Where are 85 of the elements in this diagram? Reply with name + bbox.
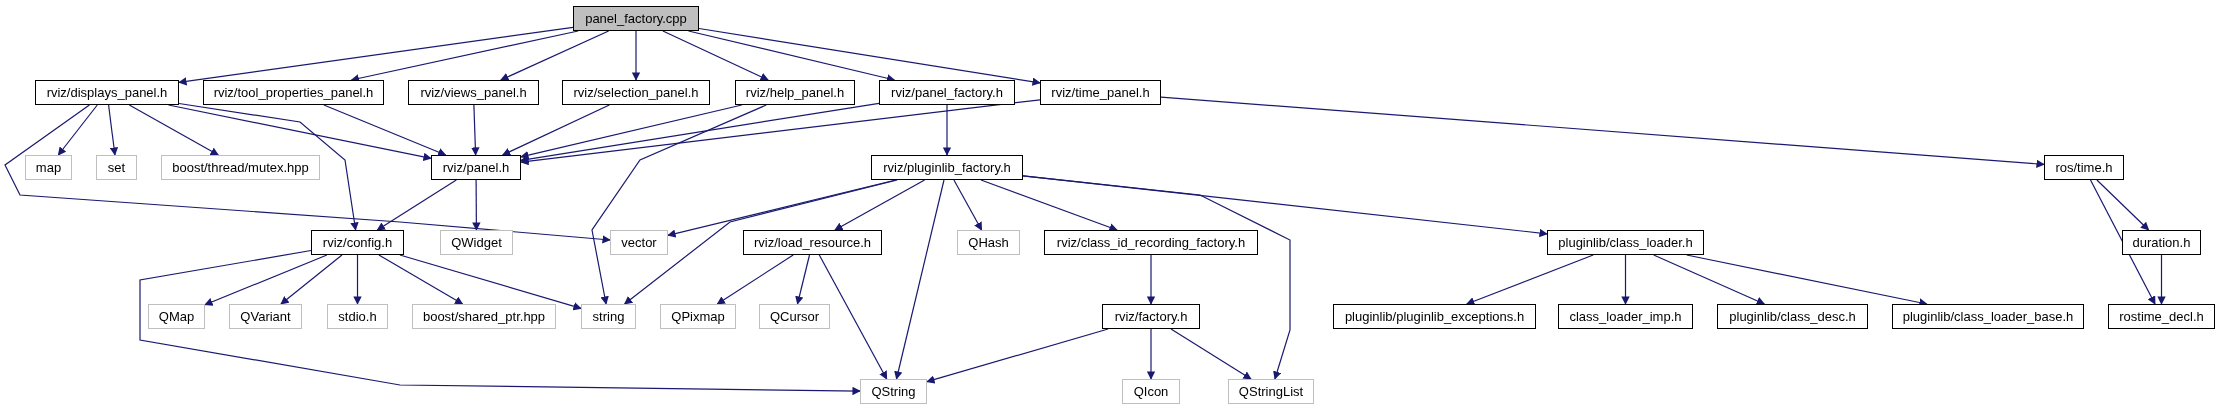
header-file-box: ros/time.h bbox=[2044, 155, 2124, 180]
arrow bbox=[818, 254, 888, 380]
arrow bbox=[4, 104, 611, 244]
external-header-box: QVariant bbox=[229, 304, 302, 329]
header-file-box: rostime_decl.h bbox=[2108, 304, 2215, 329]
arrow bbox=[520, 104, 743, 160]
arrow bbox=[1022, 175, 1291, 380]
arrow bbox=[591, 104, 767, 305]
external-header-box: set bbox=[96, 155, 137, 180]
arrow bbox=[1146, 328, 1156, 380]
header-file-box: rviz/selection_panel.h bbox=[562, 80, 710, 105]
arrow bbox=[698, 27, 1041, 86]
arrow bbox=[1146, 254, 1156, 305]
arrow bbox=[128, 104, 220, 156]
arrow bbox=[520, 99, 1041, 166]
source-file-box: panel_factory.cpp bbox=[573, 6, 699, 31]
external-header-box: QString bbox=[860, 379, 927, 404]
arrow bbox=[623, 179, 898, 305]
header-file-box: class_loader_imp.h bbox=[1558, 304, 1693, 329]
external-header-box: QWidget bbox=[440, 230, 513, 255]
header-file-box: rviz/help_panel.h bbox=[735, 80, 855, 105]
arrow bbox=[108, 104, 119, 156]
external-header-box: QHash bbox=[957, 230, 1020, 255]
header-file-box: rviz/panel_factory.h bbox=[879, 80, 1015, 105]
external-header-box: boost/thread/mutex.hpp bbox=[161, 155, 320, 180]
external-header-box: map bbox=[25, 155, 72, 180]
arrow bbox=[1466, 254, 1594, 306]
arrow bbox=[520, 102, 880, 164]
arrow bbox=[2157, 254, 2166, 305]
arrow bbox=[500, 30, 610, 81]
arrow bbox=[378, 254, 464, 305]
arrow bbox=[323, 104, 447, 156]
arrow bbox=[631, 30, 641, 81]
arrow bbox=[1653, 254, 1766, 305]
arrow bbox=[2089, 179, 2156, 305]
header-file-box: rviz/config.h bbox=[311, 230, 404, 255]
header-file-box: rviz/tool_properties_panel.h bbox=[203, 80, 384, 105]
external-header-box: QPixmap bbox=[660, 304, 736, 329]
arrow bbox=[399, 254, 582, 311]
external-header-box: QIcon bbox=[1122, 379, 1180, 404]
header-file-box: pluginlib/class_loader.h bbox=[1547, 230, 1704, 255]
arrow bbox=[926, 328, 1109, 384]
header-file-box: rviz/pluginlib_factory.h bbox=[871, 155, 1023, 180]
arrow bbox=[795, 254, 811, 305]
arrow bbox=[472, 179, 481, 231]
header-file-box: rviz/factory.h bbox=[1102, 304, 1200, 329]
external-header-box: QStringList bbox=[1228, 379, 1314, 404]
external-header-box: stdio.h bbox=[327, 304, 388, 329]
header-file-box: rviz/time_panel.h bbox=[1040, 80, 1161, 105]
arrow bbox=[139, 249, 861, 396]
arrow bbox=[953, 179, 983, 231]
arrow bbox=[980, 179, 1118, 232]
header-file-box: rviz/views_panel.h bbox=[408, 80, 539, 105]
arrow bbox=[834, 179, 926, 231]
arrow bbox=[1621, 254, 1630, 305]
arrow bbox=[716, 254, 794, 305]
arrow bbox=[376, 179, 457, 231]
arrow bbox=[178, 102, 359, 231]
arrow bbox=[1160, 96, 2045, 168]
header-file-box: duration.h bbox=[2122, 230, 2201, 255]
header-file-box: rviz/load_resource.h bbox=[743, 230, 882, 255]
header-file-box: rviz/displays_panel.h bbox=[35, 80, 179, 105]
arrow bbox=[1170, 328, 1252, 380]
arrow bbox=[280, 254, 343, 305]
external-header-box: boost/shared_ptr.hpp bbox=[412, 304, 556, 329]
arrow bbox=[942, 104, 952, 156]
arrow bbox=[353, 254, 362, 305]
header-file-box: pluginlib/class_loader_base.h bbox=[1892, 304, 2084, 329]
external-header-box: string bbox=[581, 304, 636, 329]
arrow bbox=[2096, 179, 2150, 231]
arrow bbox=[204, 254, 328, 306]
header-file-box: rviz/panel.h bbox=[431, 155, 521, 180]
external-header-box: QMap bbox=[148, 304, 205, 329]
arrow bbox=[178, 26, 574, 86]
arrow bbox=[1022, 175, 1548, 238]
arrow bbox=[894, 179, 945, 380]
external-header-box: QCursor bbox=[759, 304, 830, 329]
arrow bbox=[57, 104, 98, 156]
header-file-box: pluginlib/pluginlib_exceptions.h bbox=[1333, 304, 1536, 329]
arrow bbox=[471, 104, 480, 156]
header-file-box: rviz/class_id_recording_factory.h bbox=[1044, 230, 1258, 255]
arrow bbox=[662, 30, 769, 81]
arrow bbox=[501, 104, 610, 156]
external-header-box: vector bbox=[610, 230, 668, 255]
header-file-box: pluginlib/class_desc.h bbox=[1717, 304, 1868, 329]
